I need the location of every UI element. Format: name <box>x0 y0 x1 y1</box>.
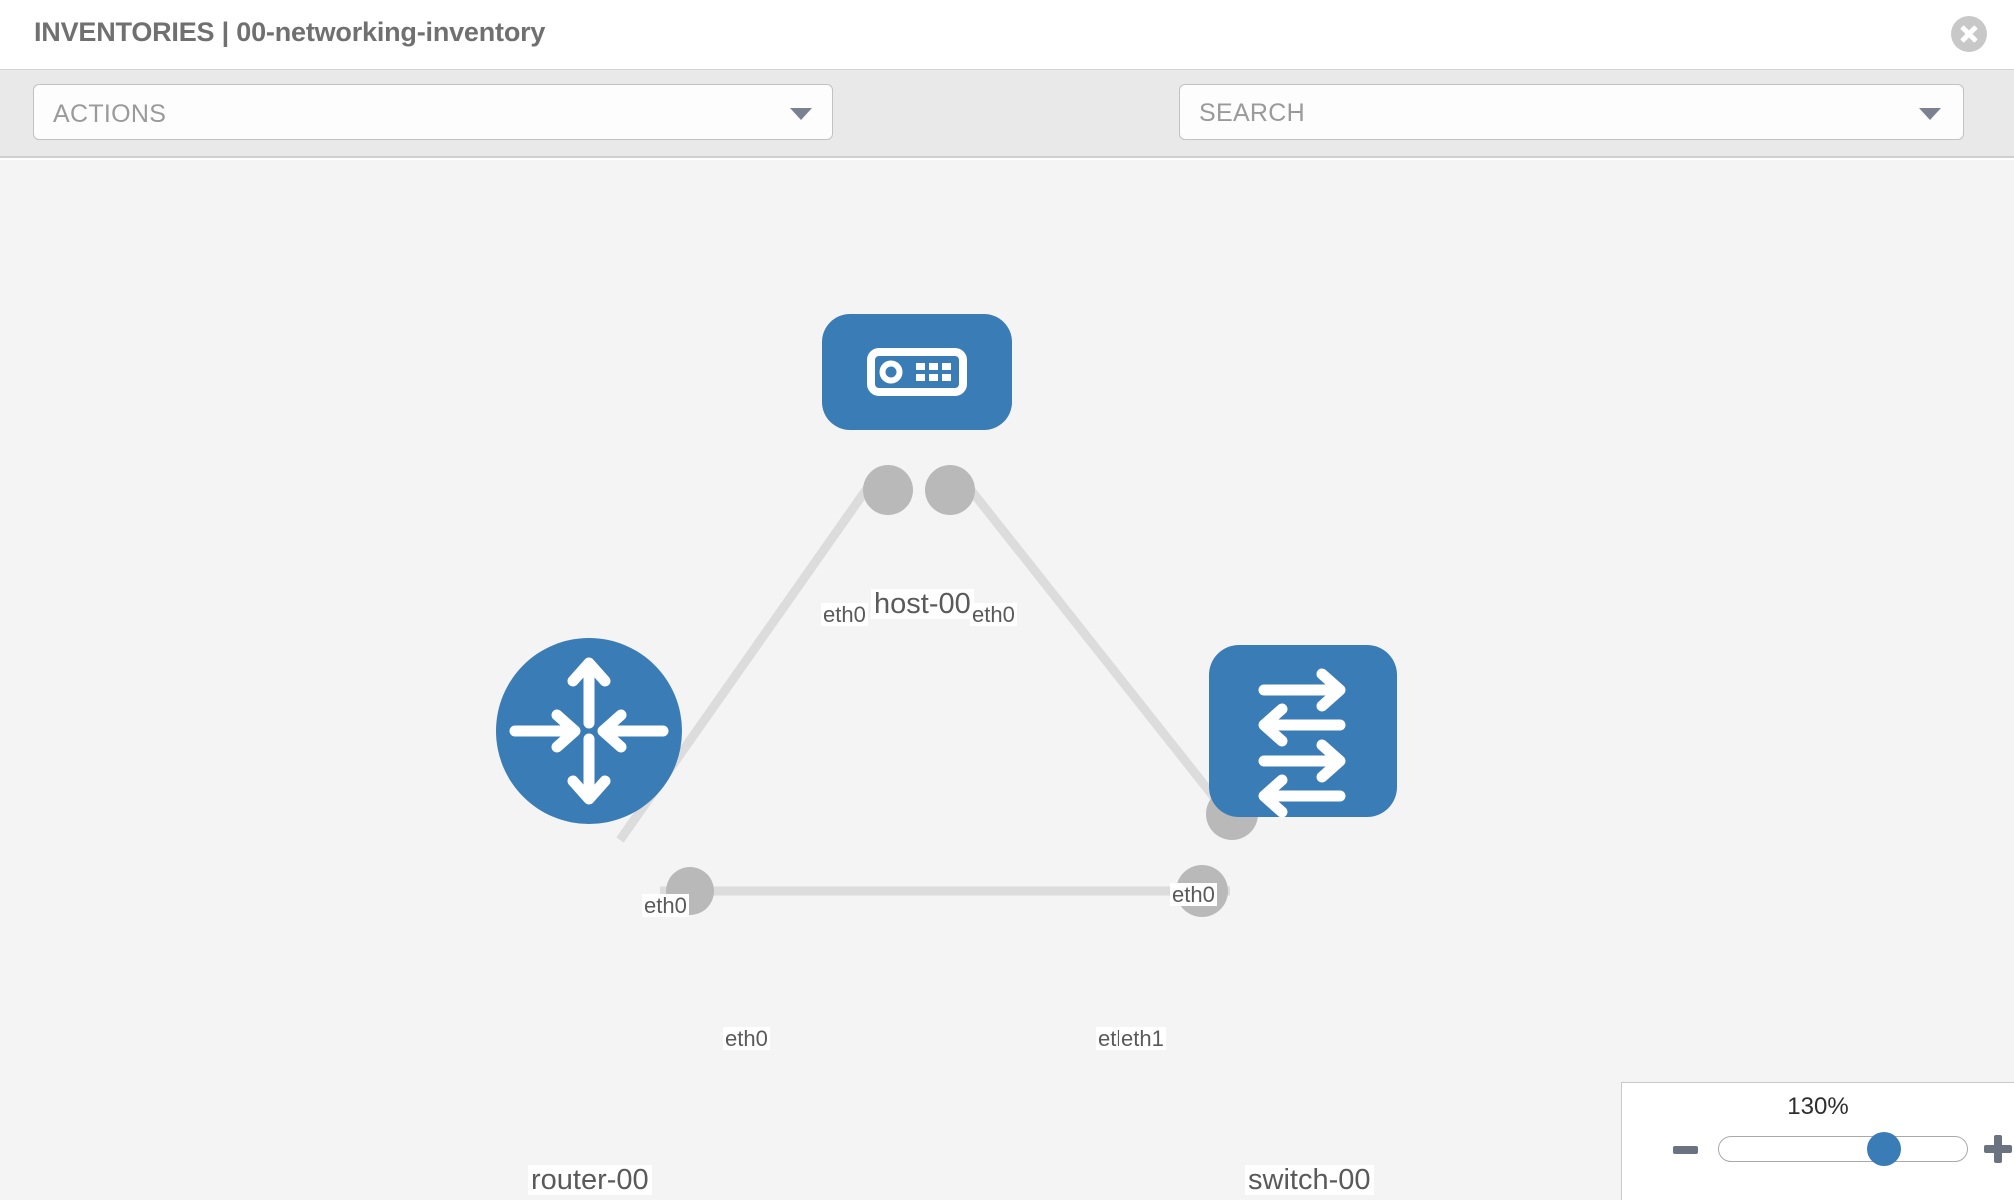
topology-graph <box>496 314 1397 917</box>
connector-host00-left[interactable] <box>863 465 913 515</box>
server-device-icon <box>867 348 967 396</box>
router-four-arrows-icon <box>509 657 669 805</box>
node-router-00[interactable] <box>496 638 682 824</box>
node-label-host-00: host-00 <box>871 589 974 619</box>
toolbar: ACTIONS <box>0 69 2014 203</box>
node-label-router-00: router-00 <box>528 1165 652 1195</box>
iface-label-host00-to-router00: eth0 <box>821 602 868 627</box>
node-label-switch-00: switch-00 <box>1245 1165 1374 1195</box>
chevron-down-icon <box>790 108 812 120</box>
iface-label-router00-to-host00: eth0 <box>642 893 689 918</box>
chevron-down-icon[interactable] <box>1919 108 1941 120</box>
minus-icon[interactable] <box>1673 1146 1698 1154</box>
plus-icon[interactable] <box>1984 1135 2012 1163</box>
page-title: INVENTORIES | 00-networking-inventory <box>34 17 546 47</box>
plus-icon-vertical <box>1994 1135 2002 1163</box>
switch-bidirectional-arrows-icon <box>1258 668 1346 818</box>
connector-host00-right[interactable] <box>925 465 975 515</box>
actions-dropdown[interactable]: ACTIONS <box>33 84 833 140</box>
close-icon[interactable] <box>1951 16 1987 52</box>
link-host00-switch00[interactable] <box>951 467 1244 833</box>
node-switch-00[interactable] <box>1209 645 1397 818</box>
search-input[interactable] <box>1197 85 1891 141</box>
connector-layer <box>666 465 1258 917</box>
iface-label-router00-to-switch00: eth0 <box>723 1026 770 1051</box>
iface-label-switch00-to-router00: eth1 <box>1119 1026 1166 1051</box>
zoom-slider[interactable] <box>1718 1132 1968 1166</box>
link-layer <box>616 467 1244 896</box>
node-host-00[interactable] <box>822 314 1012 430</box>
zoom-level-label: 130% <box>1787 1093 1849 1120</box>
page-header: INVENTORIES | 00-networking-inventory <box>0 0 2014 69</box>
zoom-slider-thumb[interactable] <box>1867 1132 1901 1166</box>
zoom-control-panel: 130% <box>1621 1082 2014 1200</box>
search-field[interactable] <box>1179 84 1964 141</box>
iface-label-host00-to-switch00: eth0 <box>970 602 1017 627</box>
iface-label-switch00-to-host00: eth0 <box>1170 882 1217 907</box>
topology-canvas[interactable]: host-00 router-00 switch-00 eth0 eth0 et… <box>0 160 2014 1200</box>
actions-dropdown-label: ACTIONS <box>53 100 167 128</box>
